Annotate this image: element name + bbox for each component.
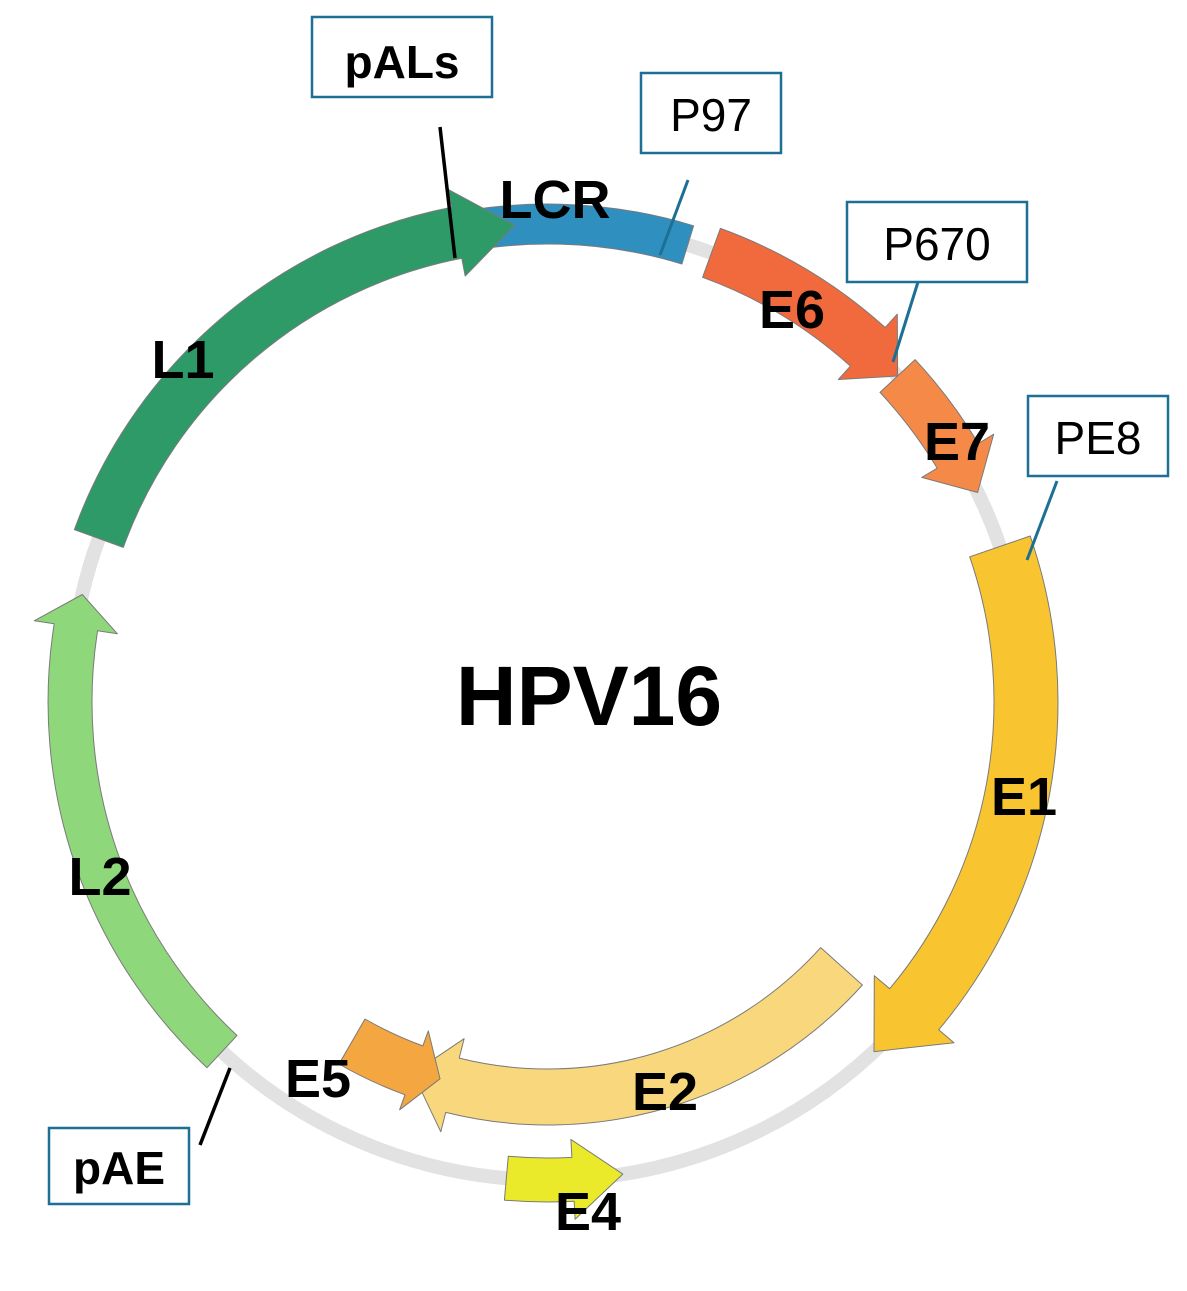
pe8-pointer-line: [1025, 480, 1059, 561]
pals-label-box: pALs: [310, 15, 494, 99]
gene-label-e5: E5: [285, 1049, 351, 1109]
p97-label: P97: [670, 89, 752, 141]
p670-label: P670: [883, 218, 990, 270]
gene-label-l1: L1: [151, 330, 214, 390]
pae-label: pAE: [73, 1142, 165, 1194]
gene-label-e7: E7: [924, 412, 990, 472]
gene-arc-e1: [873, 535, 1059, 1053]
gene-arc-e2: [412, 947, 863, 1133]
genome-title: HPV16: [456, 649, 722, 743]
pe8-label: PE8: [1055, 412, 1142, 464]
p97-label-box: P97: [639, 71, 783, 155]
gene-label-lcr: LCR: [500, 170, 611, 230]
gene-arc-e7: [879, 359, 995, 493]
pals-label: pALs: [345, 36, 460, 88]
gene-arc-e5: [338, 1018, 441, 1111]
gene-label-e6: E6: [759, 280, 825, 340]
p97-pointer-line: [658, 179, 690, 256]
gene-arc-l1: [73, 189, 516, 548]
gene-label-e2: E2: [632, 1062, 698, 1122]
p670-pointer-line: [891, 281, 920, 363]
gene-arc-e4: [503, 1138, 624, 1220]
gene-label-l2: L2: [68, 847, 131, 907]
pae-label-box: pAE: [47, 1126, 191, 1206]
pae-marker-line: [198, 1067, 232, 1146]
gene-arc-l2: [33, 594, 238, 1069]
gene-label-e1: E1: [991, 767, 1057, 827]
pe8-label-box: PE8: [1026, 394, 1170, 478]
gene-label-e4: E4: [555, 1182, 621, 1242]
pals-marker-line: [438, 126, 457, 259]
p670-label-box: P670: [845, 200, 1029, 284]
